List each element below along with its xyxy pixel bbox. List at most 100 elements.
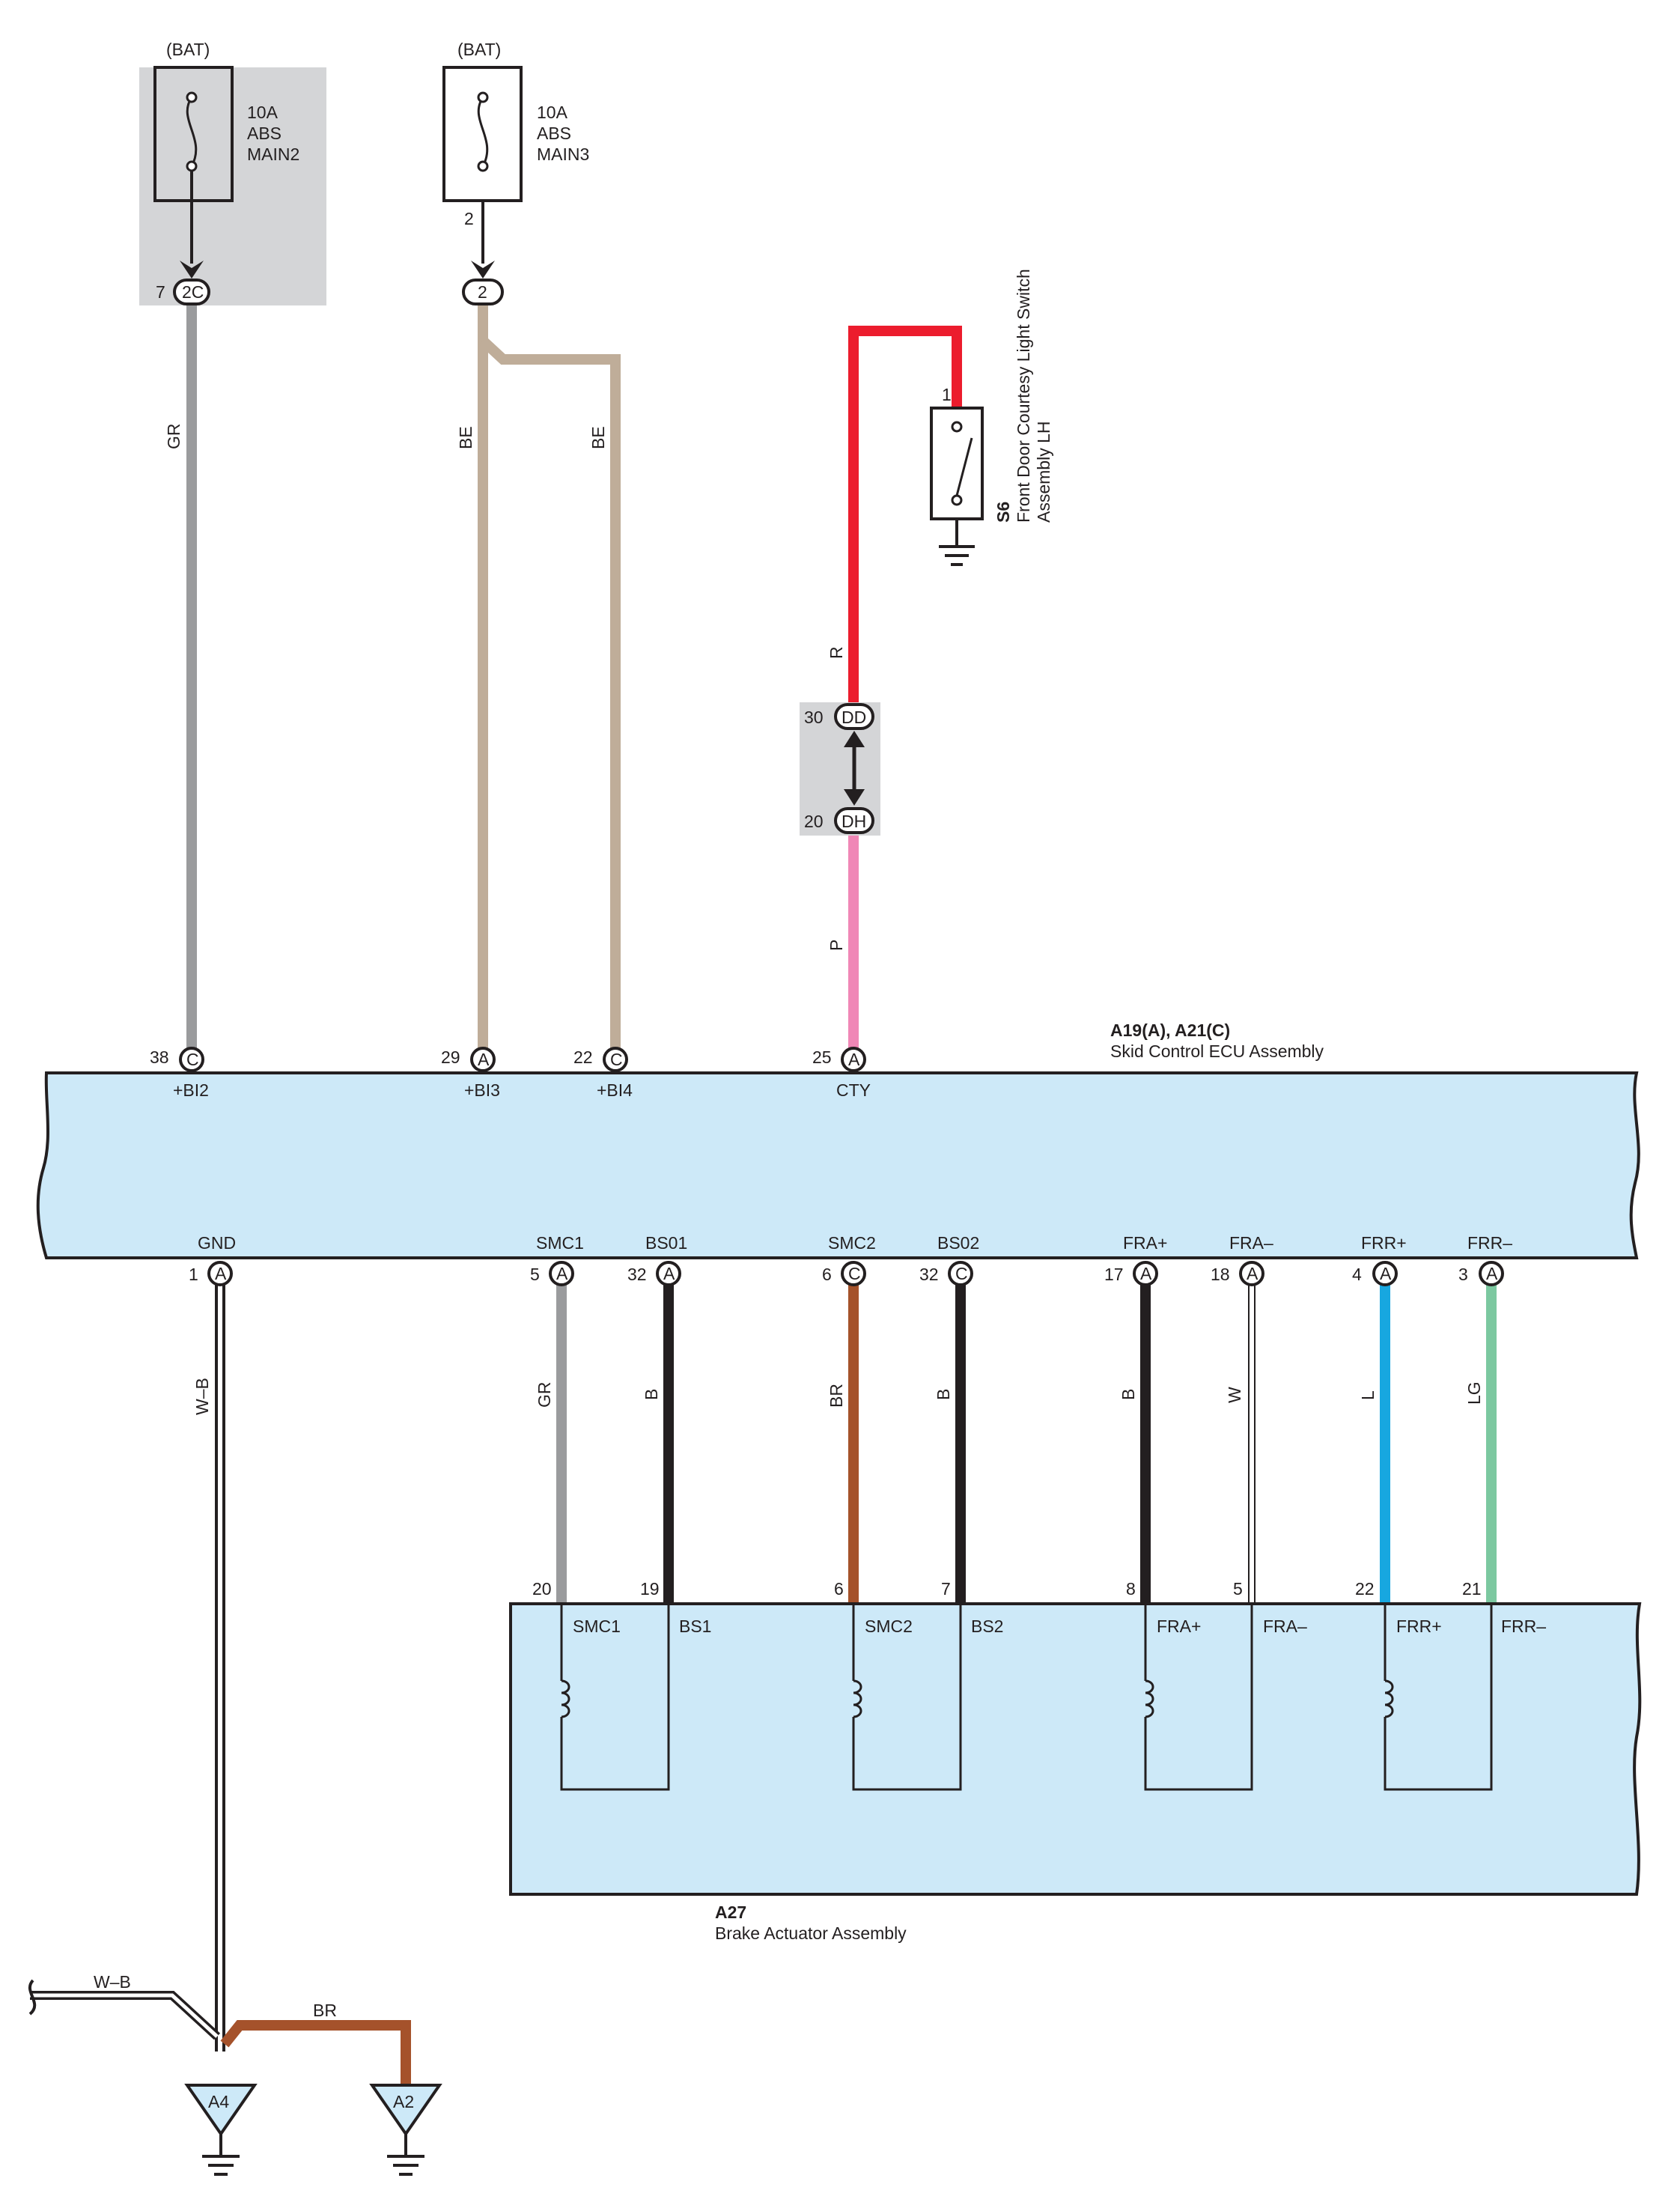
switch-name-line1: Front Door Courtesy Light Switch xyxy=(1014,269,1033,523)
fuse-name-line3: MAIN3 xyxy=(537,145,589,164)
terminal-conn: A xyxy=(1486,1264,1498,1283)
terminal-name: FRA– xyxy=(1229,1233,1273,1253)
wire-color-label: BR xyxy=(313,2001,337,2020)
wire-wb-incoming xyxy=(28,1979,221,2040)
actuator-terminal-name: SMC1 xyxy=(573,1616,621,1636)
connector-label: DH xyxy=(841,812,866,831)
ecu-bottom-terminal-bs02: BS02 32 C xyxy=(919,1233,979,1286)
ecu-id: A19(A), A21(C) xyxy=(1110,1021,1230,1040)
wire-color-label: L xyxy=(1358,1390,1378,1400)
actuator-terminal-name: FRR– xyxy=(1501,1616,1546,1636)
ground-a2: A2 xyxy=(369,2084,442,2176)
actuator-pin: 19 xyxy=(640,1579,660,1599)
connector-label: 2C xyxy=(182,282,204,302)
solenoid-coil-smc2 xyxy=(852,1604,962,1791)
arrow-icon xyxy=(471,261,495,279)
ground-icon xyxy=(939,545,975,566)
ecu-bottom-terminal-frr-minus: FRR– 3 A xyxy=(1458,1233,1512,1286)
terminal-pin: 29 xyxy=(441,1047,460,1067)
wire-color-label: BE xyxy=(588,426,608,449)
solenoid-coil-frr xyxy=(1384,1604,1493,1791)
ecu-bottom-terminal-fra-plus: FRA+ 17 A xyxy=(1104,1233,1167,1286)
terminal-conn: C xyxy=(848,1264,861,1283)
ecu-bottom-terminal-smc1: SMC1 5 A xyxy=(530,1233,584,1286)
wire-color-label: W–B xyxy=(192,1378,212,1415)
connector-label: 2 xyxy=(478,282,487,302)
fuse-box xyxy=(442,66,523,202)
ecu-top-terminal-bi2: 38 C +BI2 xyxy=(150,1047,209,1100)
terminal-name: +BI2 xyxy=(173,1080,209,1100)
wire-color-label: B xyxy=(642,1389,661,1400)
break-icon xyxy=(28,1979,37,2016)
switch-id: S6 xyxy=(993,502,1013,523)
wire-color-label: LG xyxy=(1464,1381,1484,1405)
connector-label: DD xyxy=(841,708,866,727)
wire-color-label: BR xyxy=(827,1384,846,1408)
junction-dd-dh: DD 30 DH 20 xyxy=(800,702,880,836)
fuse-rating: 10A xyxy=(247,103,279,122)
ground-a4: A4 xyxy=(184,2084,258,2176)
terminal-name: GND xyxy=(198,1233,236,1253)
fuse-abs-main2: (BAT) 10A ABS MAIN2 xyxy=(139,40,326,305)
actuator-pin: 20 xyxy=(532,1579,552,1599)
actuator-pin: 7 xyxy=(941,1579,951,1599)
terminal-conn: A xyxy=(1247,1264,1259,1283)
fuse-box xyxy=(153,66,234,202)
terminal-pin: 32 xyxy=(627,1265,647,1284)
fuse-name-line3: MAIN2 xyxy=(247,145,299,164)
terminal-pin: 6 xyxy=(822,1265,832,1284)
wire-color-label: BE xyxy=(456,426,475,449)
terminal-pin: 17 xyxy=(1104,1265,1124,1284)
terminal-pin: 4 xyxy=(1352,1265,1362,1284)
terminal-pin: 25 xyxy=(812,1047,832,1067)
ecu-bottom-terminal-fra-minus: FRA– 18 A xyxy=(1211,1233,1273,1286)
terminal-pin: 18 xyxy=(1211,1265,1230,1284)
terminal-conn: A xyxy=(478,1050,490,1069)
actuator-terminal-name: SMC2 xyxy=(865,1616,913,1636)
connector-2c: 2C 7 xyxy=(156,279,210,305)
wire-color-label: P xyxy=(827,940,846,951)
fuse-rating: 10A xyxy=(537,103,568,122)
actuator-name: Brake Actuator Assembly xyxy=(715,1923,907,1943)
switch-pin: 1 xyxy=(942,385,952,404)
fuse-abs-main3: (BAT) 10A ABS MAIN3 2 xyxy=(442,40,589,279)
connector-pin: 7 xyxy=(156,282,165,302)
fuse-icon xyxy=(186,97,198,167)
terminal-conn: A xyxy=(215,1264,227,1283)
fuse-bat-label: (BAT) xyxy=(457,40,501,59)
actuator-terminal-name: FRA– xyxy=(1263,1616,1307,1636)
wire-r-cty xyxy=(848,326,962,715)
coil-icon xyxy=(1384,1679,1394,1718)
actuator-terminal-name: FRR+ xyxy=(1396,1616,1442,1636)
skid-control-ecu: A19(A), A21(C) Skid Control ECU Assembly xyxy=(36,1021,1640,1259)
ground-label: A2 xyxy=(393,2092,414,2111)
terminal-conn: C xyxy=(955,1264,968,1283)
terminal-name: FRR+ xyxy=(1361,1233,1407,1253)
fuse-pin: 2 xyxy=(464,209,474,228)
terminal-name: SMC1 xyxy=(536,1233,584,1253)
switch-contact-icon xyxy=(955,437,973,496)
fuse-icon xyxy=(477,97,489,167)
terminal-conn: A xyxy=(556,1264,568,1283)
wire-color-label: W–B xyxy=(94,1972,131,1992)
double-arrow-icon xyxy=(844,731,865,806)
wire-br-ground xyxy=(220,2020,411,2089)
wire-color-label: GR xyxy=(535,1382,554,1408)
terminal-pin: 22 xyxy=(573,1047,593,1067)
ecu-bottom-terminal-smc2: SMC2 6 C xyxy=(822,1233,876,1286)
actuator-pin: 22 xyxy=(1355,1579,1375,1599)
terminal-pin: 32 xyxy=(919,1265,939,1284)
terminal-pin: 5 xyxy=(530,1265,540,1284)
connector-pin: 20 xyxy=(804,812,824,831)
coil-icon xyxy=(1145,1679,1154,1718)
terminal-conn: A xyxy=(1140,1264,1152,1283)
actuator-terminal-name: BS2 xyxy=(971,1616,1003,1636)
terminal-name: CTY xyxy=(836,1080,871,1100)
actuator-pin: 8 xyxy=(1126,1579,1136,1599)
terminal-pin: 38 xyxy=(150,1047,169,1067)
coil-icon xyxy=(561,1679,570,1718)
ecu-top-terminal-bi4: 22 C +BI4 xyxy=(573,1047,633,1100)
terminal-pin: 3 xyxy=(1458,1265,1468,1284)
coil-icon xyxy=(853,1679,862,1718)
